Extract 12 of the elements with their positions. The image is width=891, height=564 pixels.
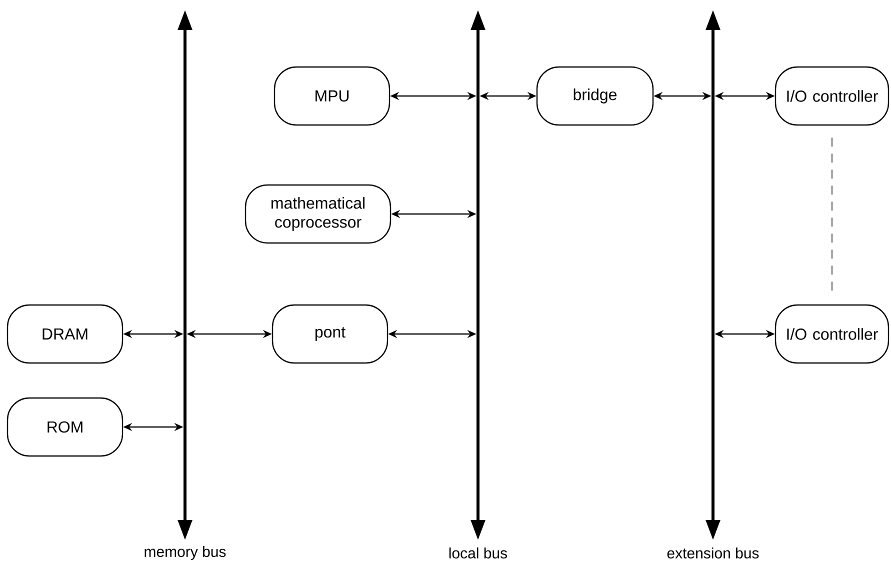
bus-label: memory bus: [144, 546, 226, 560]
bus-label: local bus: [449, 547, 508, 558]
rounded-box: DRAM: [6, 304, 124, 364]
rounded-box: bridge: [536, 66, 654, 126]
dashed-line: [831, 138, 833, 292]
rounded-box: pont: [272, 304, 388, 364]
rounded-box: MPU: [274, 66, 390, 126]
rounded-box: I/O controller: [774, 304, 890, 364]
rounded-box: ROM: [6, 397, 124, 457]
rounded-box: I/O controller: [774, 66, 890, 126]
bus-label: extension bus: [667, 547, 759, 558]
rounded-box: mathematical coprocessor: [244, 184, 392, 244]
